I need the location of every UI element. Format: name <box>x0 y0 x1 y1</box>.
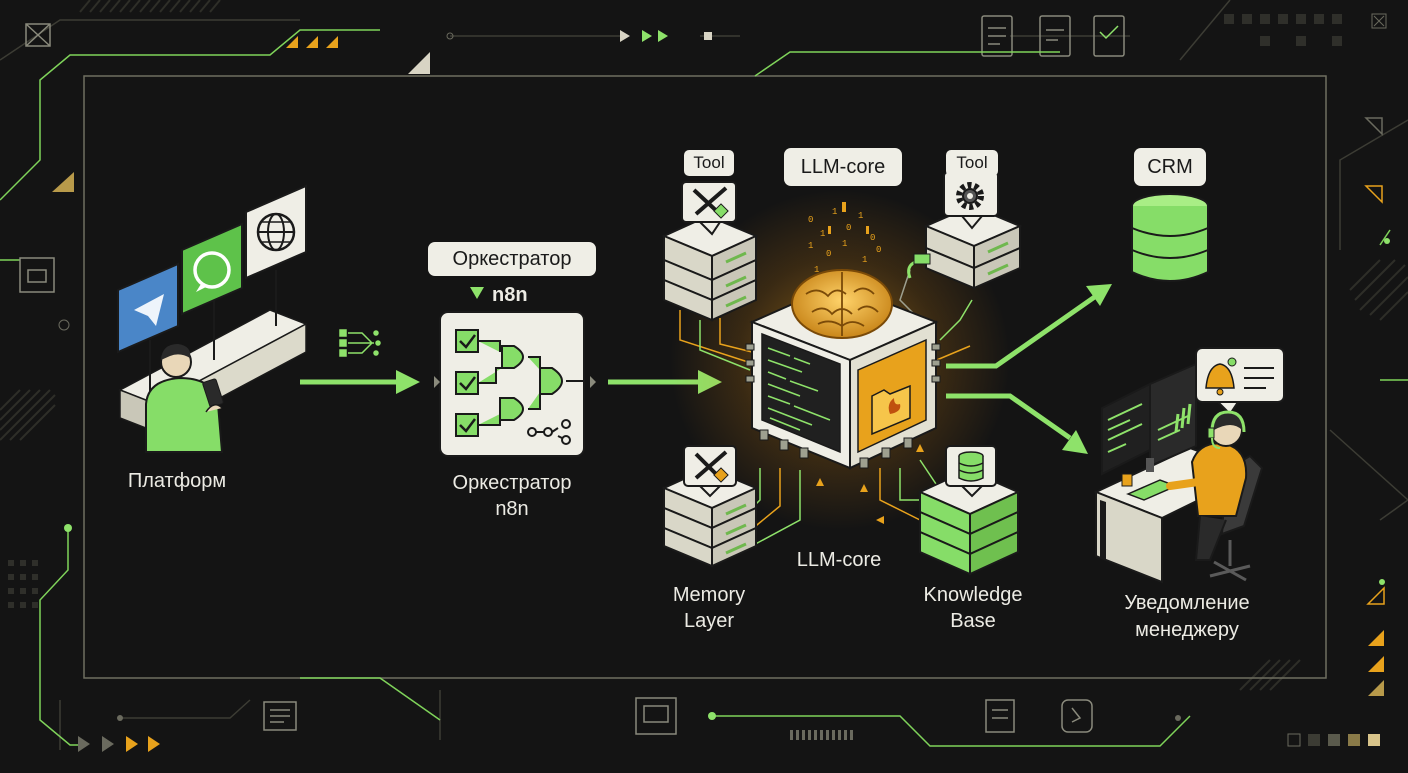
llm-core-node <box>745 269 941 470</box>
svg-text:1: 1 <box>808 241 813 251</box>
node-dot <box>1379 579 1385 585</box>
tool-right-server <box>907 171 1023 290</box>
orchestrator-header-sub: n8n <box>470 283 550 307</box>
checkbox-icon <box>455 329 479 437</box>
document-icons <box>19 15 1125 735</box>
wrench-screwdriver-icon <box>681 181 737 236</box>
memory-layer-server <box>661 445 759 568</box>
knowledge-label-line1: Knowledge <box>923 584 1023 606</box>
cable-plug <box>913 253 931 265</box>
barcode <box>790 730 853 740</box>
node-dot <box>58 319 70 331</box>
manager-label-line1: Уведомление <box>1124 592 1250 614</box>
svg-text:1: 1 <box>858 211 863 221</box>
logic-gate-icon <box>478 340 584 426</box>
core-wires <box>679 269 973 549</box>
background-circuitry <box>0 0 1408 750</box>
tool-left-server <box>661 181 759 322</box>
orchestrator-label-line2: n8n <box>495 498 529 520</box>
core-connectors <box>745 343 941 469</box>
svg-text:0: 0 <box>826 249 831 259</box>
svg-text:0: 0 <box>808 215 813 225</box>
manager-workstation <box>1093 347 1285 584</box>
dot-grid <box>8 14 1342 608</box>
tool-left-tag: Tool <box>684 150 734 176</box>
platform-node <box>117 184 308 453</box>
node-dot <box>1175 715 1181 721</box>
knowledge-label-line2: Base <box>950 610 996 632</box>
hatch-pattern <box>0 0 1408 691</box>
database-icon <box>945 445 997 498</box>
flow-arrow <box>946 284 1112 369</box>
svg-text:1: 1 <box>814 265 819 275</box>
headset-icon <box>1207 410 1246 449</box>
frame-accent <box>300 677 441 721</box>
node-dot <box>446 32 454 40</box>
wrench-screwdriver-icon <box>683 445 737 498</box>
svg-text:0: 0 <box>876 245 881 255</box>
orchestrator-node <box>434 311 596 457</box>
folder-icon <box>871 384 911 436</box>
user-figure <box>145 344 224 453</box>
manager-label-line2: менеджеру <box>1135 619 1239 641</box>
llm-core-label: LLM-core <box>796 549 882 571</box>
svg-text:1: 1 <box>820 229 825 239</box>
svg-text:0: 0 <box>870 233 875 243</box>
memory-label-line1: Memory <box>672 584 746 606</box>
svg-text:0: 0 <box>846 223 851 233</box>
triangle-decorations <box>52 30 1385 752</box>
n8n-label: n8n <box>492 284 528 306</box>
knowledge-base-server <box>917 445 1021 576</box>
node-dot <box>1384 238 1390 244</box>
node-dot <box>708 712 716 720</box>
web-globe-icon <box>245 184 307 280</box>
llm-core-header: LLM-core <box>784 148 902 186</box>
branch-icon <box>339 329 381 357</box>
background-green-lines <box>0 29 1408 747</box>
tool-right-tag: Tool <box>946 150 998 176</box>
flow-arrow <box>946 393 1088 454</box>
node-dot <box>117 715 123 721</box>
orchestrator-header: Оркестратор <box>428 242 596 276</box>
svg-text:1: 1 <box>842 239 847 249</box>
node-dot <box>64 524 72 532</box>
bell-icon <box>1195 347 1285 416</box>
manager-figure <box>1166 410 1248 561</box>
platform-label: Платформ <box>127 470 227 492</box>
brain-icon <box>791 269 893 339</box>
gear-icon <box>943 171 999 230</box>
svg-text:1: 1 <box>862 255 867 265</box>
telegram-icon <box>117 262 179 354</box>
crm-database <box>1131 193 1209 282</box>
whatsapp-icon <box>181 222 243 316</box>
triangle-down-icon <box>470 287 484 299</box>
color-squares <box>1287 13 1387 747</box>
svg-text:1: 1 <box>832 207 837 217</box>
orchestrator-label-line1: Оркестратор <box>452 472 572 494</box>
main-frame <box>83 75 1327 679</box>
core-wire-arrows <box>816 444 924 524</box>
crm-header: CRM <box>1134 148 1206 186</box>
code-lines <box>767 347 831 431</box>
n8n-logo-icon <box>527 419 571 445</box>
flow-arrow <box>300 370 420 394</box>
memory-label-line2: Layer <box>683 610 735 632</box>
frame-accent <box>754 51 1060 77</box>
